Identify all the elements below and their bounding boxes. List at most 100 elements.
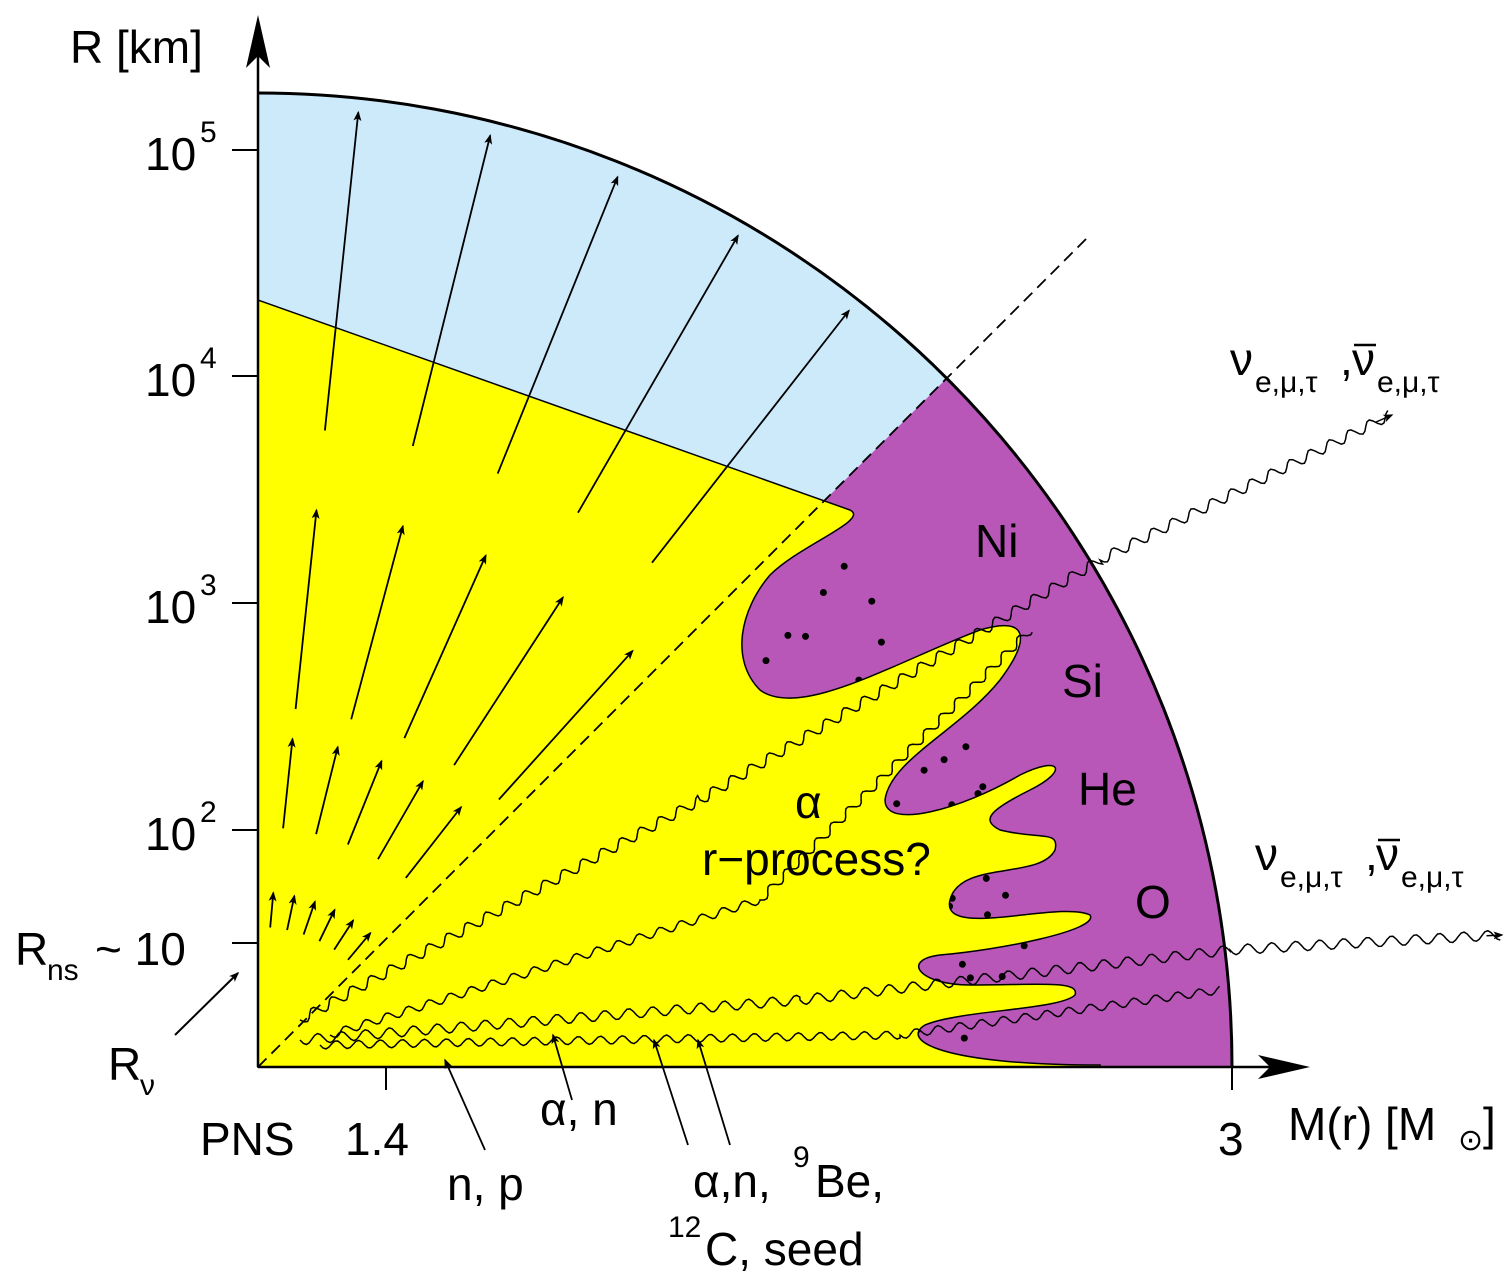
wind-arrows: [268, 110, 850, 961]
svg-text:,: ,: [1365, 828, 1378, 880]
outer-boundary-arc: [257, 91, 1234, 1068]
wind-arrow: [453, 596, 564, 766]
o-label: O: [1135, 876, 1171, 928]
svg-text:4: 4: [200, 342, 217, 375]
rprocess-label: r−process?: [702, 833, 931, 885]
wind-arrow: [411, 134, 493, 447]
svg-text:~ 10: ~ 10: [95, 923, 186, 975]
rnu-pointer: [174, 971, 240, 1036]
particle-dot: [893, 800, 901, 808]
y-tick-label-1e2: 10 2: [145, 796, 217, 860]
neutrino-wave: [329, 631, 1033, 1038]
wind-arrow: [403, 554, 487, 739]
wind-arrow: [324, 110, 362, 431]
svg-text:10: 10: [145, 808, 196, 860]
wind-arrow: [318, 908, 336, 942]
np-pointer: [444, 1058, 486, 1151]
particle-dot: [762, 657, 770, 665]
wind-arrow: [268, 891, 277, 928]
neutrino-arrow-icon: [1486, 931, 1504, 940]
svg-text:9: 9: [793, 1141, 810, 1174]
svg-text:ν: ν: [1376, 828, 1399, 880]
svg-text:R: R: [15, 923, 48, 975]
neutrino-waves: [299, 410, 1504, 1050]
neutrino-arrow-icon: [1375, 414, 1394, 423]
svg-text:12: 12: [668, 1211, 701, 1244]
svg-text:10: 10: [145, 128, 196, 180]
rnu-label: R ν: [108, 1038, 155, 1102]
alpha-n-pointer: [551, 1033, 573, 1101]
wind-arrow: [405, 805, 463, 879]
svg-text:e,μ,τ: e,μ,τ: [1377, 366, 1440, 399]
y-axis-arrow-icon: [246, 15, 270, 68]
svg-text:ν: ν: [1255, 828, 1278, 880]
svg-text:10: 10: [145, 581, 196, 633]
wind-arrow: [286, 894, 297, 931]
svg-text:,: ,: [1340, 333, 1353, 385]
seed-pointer-2: [696, 1038, 731, 1146]
wind-arrow: [315, 745, 340, 835]
wind-arrow: [347, 931, 372, 961]
wind-arrow: [333, 918, 355, 951]
rns-label: R ns ~ 10: [15, 923, 186, 987]
wind-arrow: [496, 175, 619, 474]
particle-dot: [966, 974, 974, 982]
x-axis-label: M(r) [M ⊙ ]: [1288, 1098, 1496, 1157]
svg-text:5: 5: [200, 116, 217, 149]
svg-text:Be,: Be,: [815, 1155, 884, 1207]
max-mass-tick-label: 3: [1218, 1113, 1244, 1165]
seed-label: α,n, 9 Be, 12 C, seed: [668, 1141, 884, 1275]
particle-dot: [1020, 942, 1028, 950]
wind-arrow: [294, 508, 320, 710]
svg-text:M(r) [M: M(r) [M: [1288, 1098, 1436, 1150]
mass-tick-label: 1.4: [345, 1113, 409, 1165]
svg-text:α,n,: α,n,: [693, 1155, 771, 1207]
neutrino-label-upper: ν e,μ,τ , ν e,μ,τ: [1230, 333, 1440, 399]
svg-text:ν: ν: [1352, 333, 1375, 385]
particle-dot: [958, 960, 966, 968]
particle-dot: [962, 743, 970, 751]
particle-dot: [868, 597, 876, 605]
neutrino-wave: [299, 929, 1501, 1046]
particle-dot: [802, 632, 809, 640]
svg-text:3: 3: [200, 569, 217, 602]
si-label: Si: [1062, 655, 1103, 707]
particle-dot: [920, 766, 928, 774]
y-tick-label-1e3: 10 3: [145, 569, 217, 633]
svg-text:2: 2: [200, 796, 217, 829]
wind-arrow: [651, 309, 850, 564]
particle-dot: [819, 589, 827, 596]
particle-dot: [982, 874, 990, 882]
svg-text:ν: ν: [1230, 333, 1253, 385]
ni-label: Ni: [975, 515, 1018, 567]
he-label: He: [1078, 763, 1137, 815]
svg-text:ns: ns: [47, 954, 79, 987]
particle-dot: [1002, 891, 1009, 899]
particle-dot: [960, 1034, 968, 1042]
particle-dot: [877, 638, 885, 646]
wind-arrow: [350, 524, 405, 720]
wind-arrow: [347, 759, 383, 845]
pns-tick-label: PNS: [200, 1113, 295, 1165]
svg-text:R: R: [108, 1038, 141, 1090]
seed-pointer-1: [652, 1038, 689, 1146]
particle-dot: [979, 783, 987, 791]
np-label: n, p: [447, 1158, 524, 1210]
neutrino-wave: [299, 410, 1389, 1023]
svg-text:⊙: ⊙: [1458, 1124, 1483, 1157]
y-tick-label-1e4: 10 4: [145, 342, 217, 406]
wind-arrow: [498, 649, 634, 801]
alpha-label: α: [795, 776, 822, 828]
svg-text:ν: ν: [140, 1069, 155, 1102]
particle-dot: [840, 562, 848, 570]
neutrino-label-lower: ν e,μ,τ , ν e,μ,τ: [1255, 828, 1464, 894]
y-axis-label: R [km]: [70, 21, 203, 73]
svg-text:e,μ,τ: e,μ,τ: [1401, 861, 1464, 894]
particle-dot: [940, 756, 948, 764]
neutrino-wave: [319, 985, 1221, 1050]
svg-text:]: ]: [1483, 1098, 1496, 1150]
alpha-n-label: α, n: [540, 1083, 618, 1135]
svg-text:10: 10: [145, 354, 196, 406]
